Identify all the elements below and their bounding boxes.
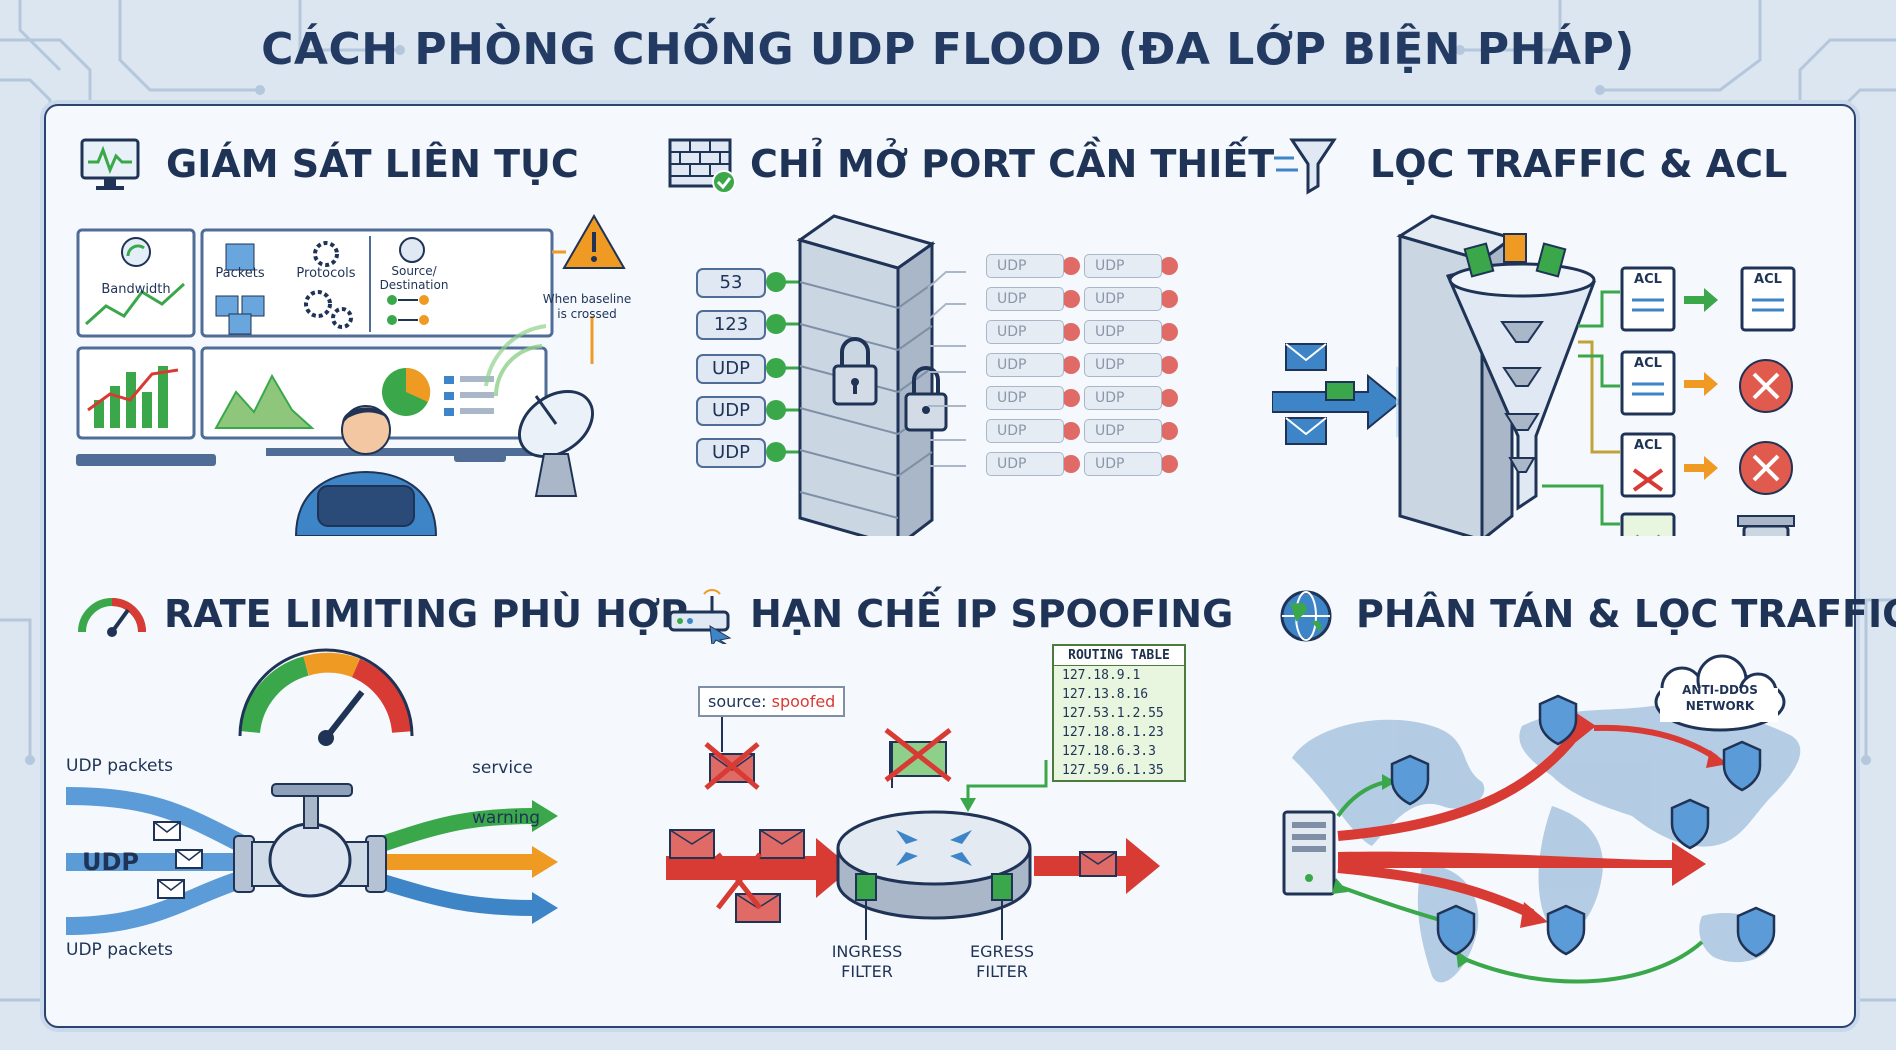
blocked-port-tag: UDP [1084, 287, 1162, 311]
panel-acl: LỌC TRAFFIC & ACL [1272, 126, 1842, 546]
routing-table-title: ROUTING TABLE [1054, 646, 1184, 666]
blocked-port-tag: UDP [986, 320, 1064, 344]
alert-text: When baseline is crossed [542, 292, 632, 321]
panel-distribute: PHÂN TÁN & LỌC TRAFFIC [1272, 576, 1896, 1016]
open-port-tag: 53 [696, 268, 766, 298]
acl-label: ACL [1634, 438, 1662, 453]
panel-title-acl: LỌC TRAFFIC & ACL [1370, 142, 1788, 186]
blocked-port-tag: UDP [1084, 419, 1162, 443]
source-label: source: [708, 692, 767, 711]
anti-ddos-network-label: ANTI-DDOS NETWORK [1682, 683, 1758, 713]
monitor-chart-icon [80, 138, 140, 190]
blocked-port-tag: UDP [1084, 320, 1162, 344]
blocked-port-tag: UDP [986, 287, 1064, 311]
panel-title-distribute: PHÂN TÁN & LỌC TRAFFIC [1356, 592, 1896, 636]
panel-title-monitoring: GIÁM SÁT LIÊN TỤC [166, 142, 579, 186]
acl-label: ACL [1634, 356, 1662, 371]
routing-table: ROUTING TABLE 127.18.9.1 127.13.8.16 127… [1052, 644, 1186, 782]
metric-source-destination: Source/ Destination [379, 264, 449, 292]
input-label-center: UDP [82, 848, 139, 876]
panel-spoofing: HẠN CHẾ IP SPOOFING source: [666, 576, 1233, 1016]
routing-table-row: 127.18.6.3.3 [1062, 744, 1156, 759]
gauge-icon [78, 598, 146, 637]
routing-table-row: 127.18.8.1.23 [1062, 725, 1164, 740]
panel-rate-limit: RATE LIMITING PHÙ HỢP [66, 576, 688, 1016]
blocked-port-tag: UDP [986, 254, 1064, 278]
funnel-icon [1274, 138, 1337, 195]
routing-table-row: 127.53.1.2.55 [1062, 706, 1164, 721]
globe-icon [1280, 590, 1332, 642]
acl-label: ACL [1754, 272, 1782, 287]
spoofing-illustration [666, 698, 1160, 940]
monitoring-illustration [76, 213, 626, 536]
blocked-port-tag: UDP [986, 419, 1064, 443]
input-label-bottom: UDP packets [66, 940, 173, 960]
blocked-port-tag: UDP [1084, 386, 1162, 410]
routing-table-row: 127.59.6.1.35 [1062, 763, 1164, 778]
blocked-port-tag: UDP [986, 386, 1064, 410]
blocked-port-tag: UDP [1084, 254, 1162, 278]
firewall-check-icon [668, 138, 736, 194]
output-label-warning: warning [472, 808, 541, 828]
blocked-port-tag: UDP [986, 452, 1064, 476]
blocked-port-tag: UDP [1084, 353, 1162, 377]
panel-monitoring: GIÁM SÁT LIÊN TỤC [66, 126, 631, 546]
metric-protocols: Protocols [296, 266, 356, 281]
open-port-tag: UDP [696, 396, 766, 426]
panel-title-rate-limit: RATE LIMITING PHÙ HỢP [164, 592, 689, 636]
metric-bandwidth: Bandwidth [101, 282, 171, 297]
open-port-tag: UDP [696, 354, 766, 384]
blocked-port-tag: UDP [1084, 452, 1162, 476]
panel-ports: CHỈ MỞ PORT CẦN THIẾT 53 [666, 126, 1274, 546]
firewall-illustration [766, 214, 1178, 536]
open-port-tag: 123 [696, 310, 766, 340]
panel-title-spoofing: HẠN CHẾ IP SPOOFING [750, 592, 1234, 636]
routing-table-row: 127.13.8.16 [1062, 687, 1149, 702]
routing-table-row: 127.18.9.1 [1062, 668, 1141, 683]
metric-packets: Packets [215, 266, 265, 281]
source-box: source: spoofed [698, 686, 846, 717]
page-title: CÁCH PHÒNG CHỐNG UDP FLOOD (ĐA LỚP BIỆN … [261, 24, 1635, 75]
distribute-illustration [1282, 654, 1801, 984]
blocked-port-tag: UDP [986, 353, 1064, 377]
acl-label: ACL [1634, 272, 1662, 287]
open-port-tag: UDP [696, 438, 766, 468]
acl-illustration [1272, 214, 1796, 536]
infographic-board: GIÁM SÁT LIÊN TỤC [44, 104, 1896, 1028]
rate-limit-illustration [66, 648, 558, 935]
egress-filter-label: EGRESS FILTER [969, 942, 1035, 981]
output-label-service: service [472, 758, 533, 778]
router-icon [668, 589, 732, 644]
panel-title-ports: CHỈ MỞ PORT CẦN THIẾT [750, 142, 1275, 186]
ingress-filter-label: INGRESS FILTER [831, 942, 903, 981]
input-label-top: UDP packets [66, 756, 173, 776]
source-value: spoofed [771, 692, 836, 711]
